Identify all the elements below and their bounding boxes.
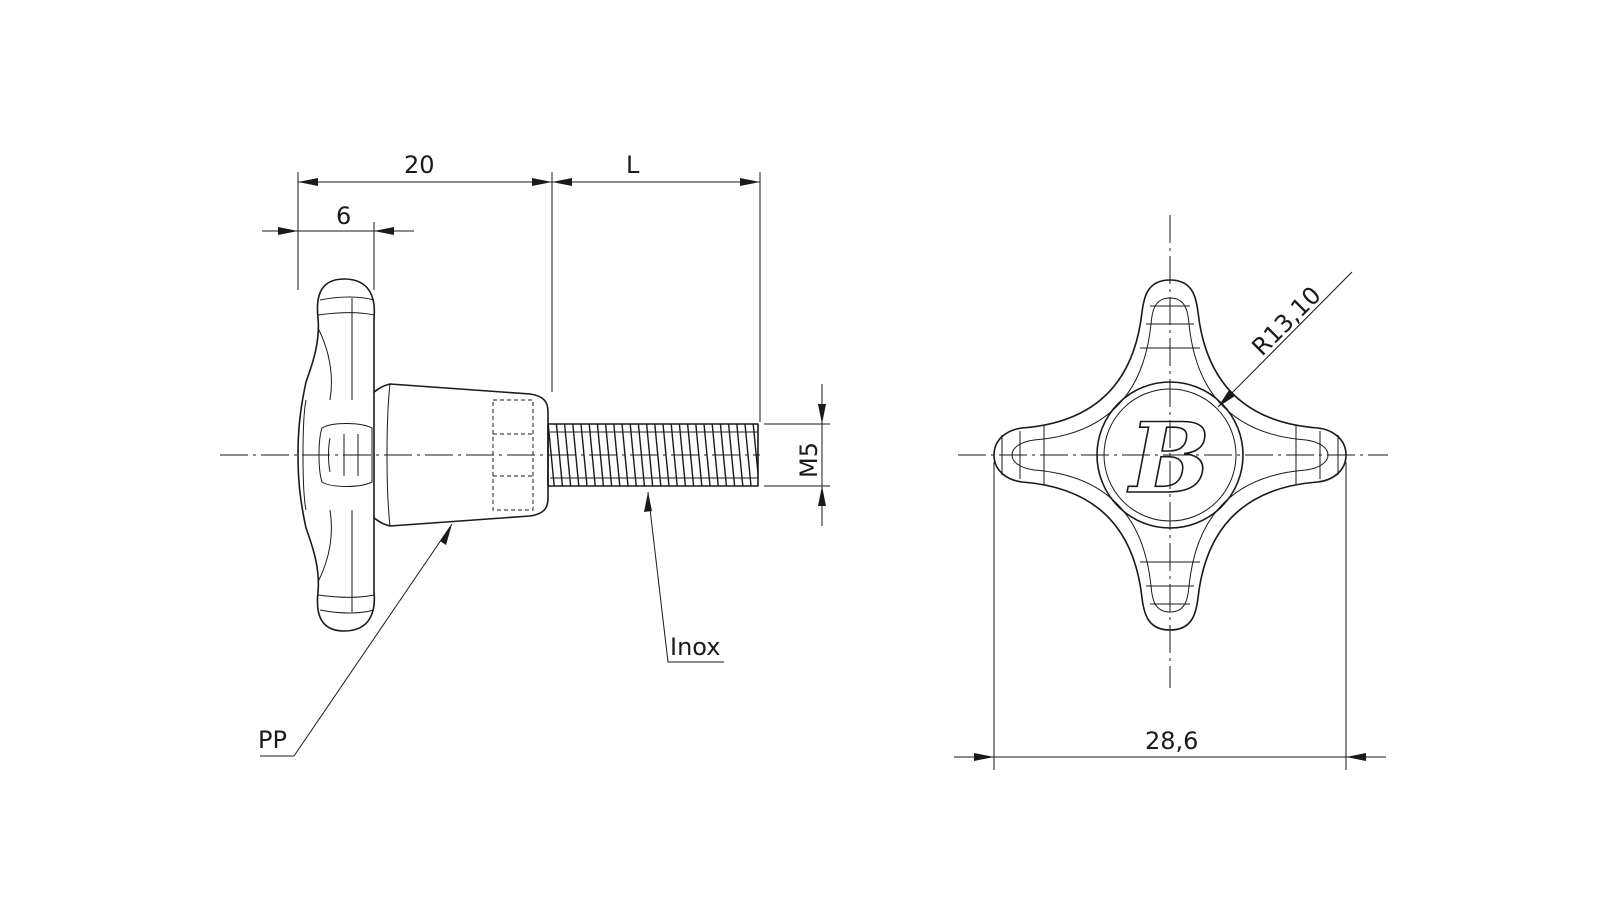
dimension-radius-label: R13,10 xyxy=(1246,281,1326,361)
logo-outer-circle xyxy=(1096,381,1244,529)
thread-crest-6 xyxy=(588,423,596,487)
star-lobe-lines-right xyxy=(1295,425,1339,485)
star-lobe-lines-left xyxy=(1001,425,1045,485)
shank-fillet-line xyxy=(386,383,391,527)
thread-crest-25 xyxy=(744,423,752,487)
star-lobe-lines-bottom xyxy=(1140,561,1200,605)
head-lobe-line-5 xyxy=(317,327,332,401)
head-lobe-line-2 xyxy=(317,312,375,316)
star-knob-inner-contour xyxy=(1011,297,1329,613)
front-view: B R13,10 28,6 xyxy=(954,215,1388,770)
dimension-thread-size-label: M5 xyxy=(795,442,823,478)
thread-crest-16 xyxy=(670,423,678,487)
dimension-head-length: 20 xyxy=(297,151,553,392)
dimension-thread-length: L xyxy=(552,151,761,422)
thread-crest-20 xyxy=(703,423,711,487)
dimension-thread-size: M5 xyxy=(764,384,830,526)
thread-crest-8 xyxy=(604,423,613,487)
head-face-edge xyxy=(302,399,307,511)
knob-head-outline xyxy=(297,278,376,632)
thread-crest-14 xyxy=(654,423,662,487)
thread-crest-12 xyxy=(637,423,646,487)
thread-crest-4 xyxy=(572,423,580,487)
thread-crest-17 xyxy=(678,423,687,487)
thread-crest-5 xyxy=(580,423,588,487)
thread-crest-22 xyxy=(719,423,728,487)
thread-crest-18 xyxy=(686,423,695,487)
thread-crest-15 xyxy=(662,423,670,487)
head-center-lobe xyxy=(318,423,373,487)
thread-crest-11 xyxy=(629,423,637,487)
thread-crest-2 xyxy=(555,423,564,487)
dimension-head-thickness-label: 6 xyxy=(336,202,351,230)
screw-material-label: Inox xyxy=(670,633,720,661)
leader-screw-material: Inox xyxy=(644,491,724,663)
thread-crest-27 xyxy=(761,424,767,486)
thread-crest-21 xyxy=(711,423,719,487)
thread-crest-7 xyxy=(596,423,605,487)
leader-body-material: PP xyxy=(258,523,453,757)
body-material-label: PP xyxy=(258,726,287,754)
thread-crest-26 xyxy=(752,423,758,481)
head-lobe-line-6 xyxy=(317,509,332,583)
thread-crest-10 xyxy=(621,423,629,487)
thread-crest-13 xyxy=(645,423,654,487)
dimension-width: 28,6 xyxy=(954,462,1386,770)
thread-crest-9 xyxy=(613,423,621,487)
logo-inner-circle xyxy=(1103,388,1237,522)
star-lobe-lines-top xyxy=(1140,305,1200,349)
head-lobe-line-3 xyxy=(319,609,375,614)
star-knob-outline xyxy=(993,279,1347,631)
dimension-width-label: 28,6 xyxy=(1145,727,1198,755)
hidden-insert xyxy=(492,399,534,511)
dimension-radius: R13,10 xyxy=(1217,271,1353,408)
screw-outline xyxy=(547,423,759,487)
thread-crest-19 xyxy=(695,423,703,487)
side-view: 20 L 6 M5 xyxy=(220,151,830,757)
thread-crest-3 xyxy=(563,423,572,487)
threaded-screw xyxy=(547,423,767,487)
thread-crest-24 xyxy=(736,423,744,487)
dimension-thread-length-label: L xyxy=(626,151,640,179)
dimension-head-thickness: 6 xyxy=(262,202,414,290)
head-lobe-line-4 xyxy=(317,594,375,598)
thread-crest-1 xyxy=(548,423,555,487)
logo-letter: B xyxy=(1126,402,1210,515)
head-lobe-line-1 xyxy=(319,296,375,301)
dimension-head-length-label: 20 xyxy=(404,151,435,179)
thread-crest-23 xyxy=(727,423,736,487)
head-center-lobe-inner xyxy=(328,434,359,476)
